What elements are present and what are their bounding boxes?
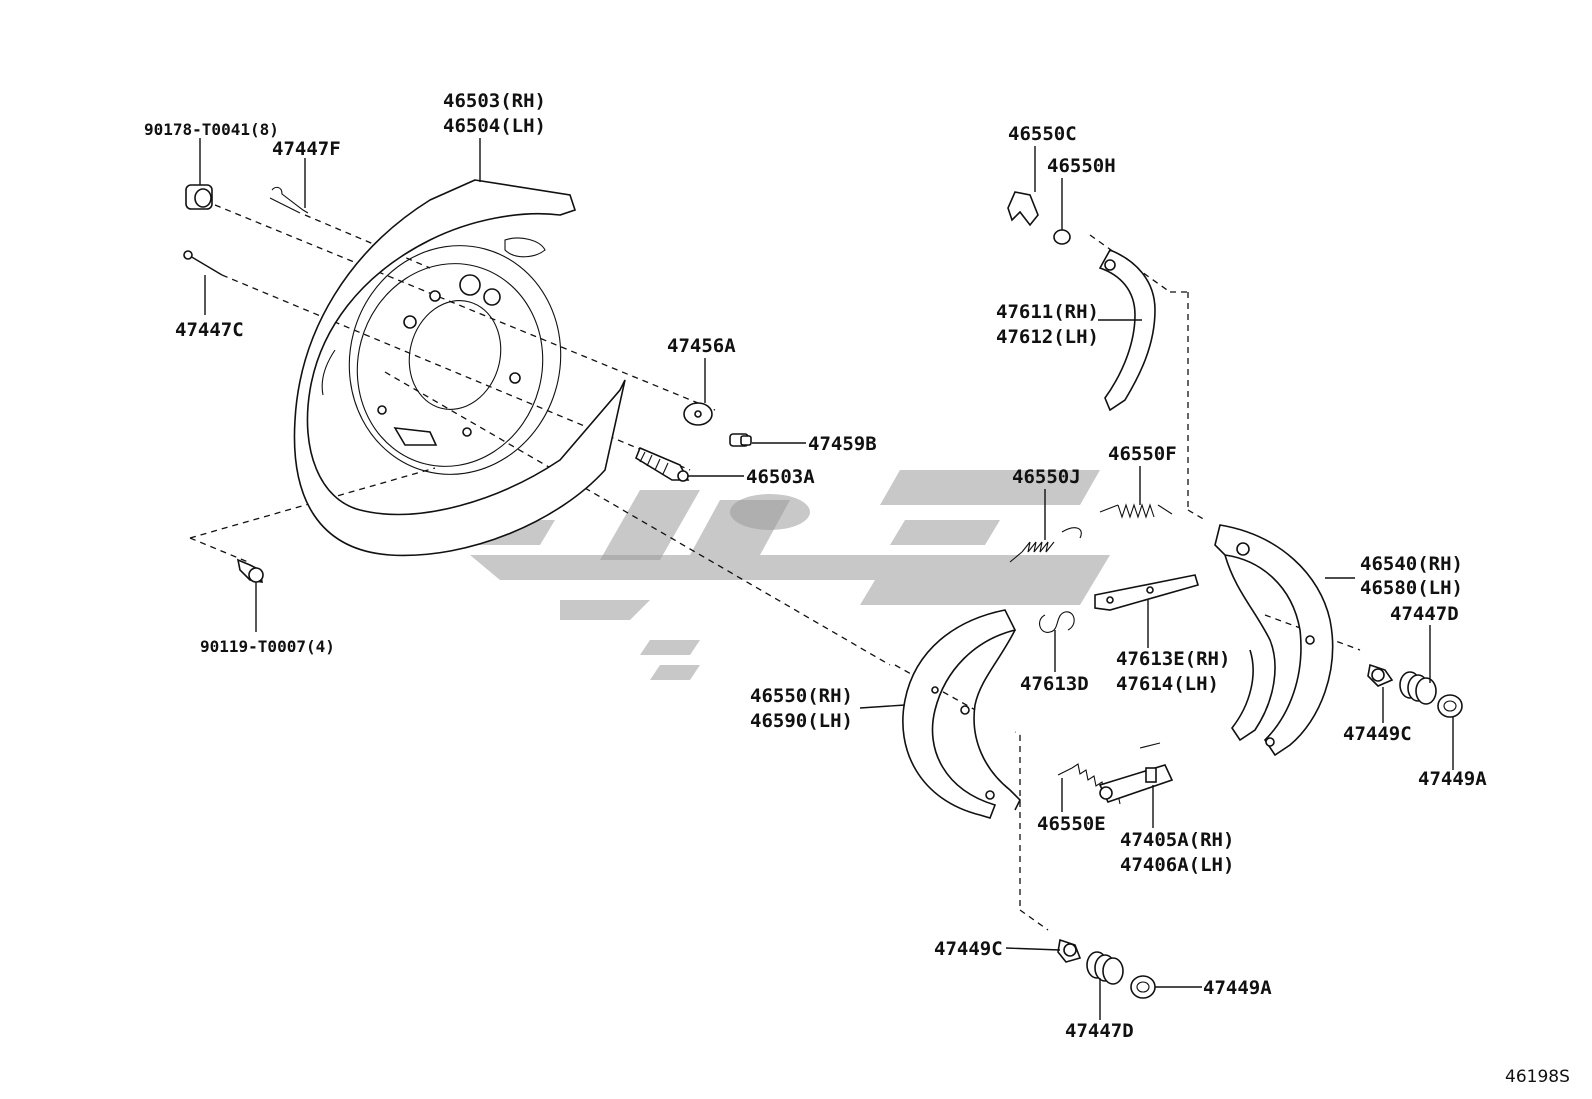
washer-47456A-part (683, 402, 713, 426)
pin-47447C-part (183, 250, 223, 276)
label-46540-rh: 46540(RH) (1360, 553, 1463, 575)
label-47613e-rh: 47613E(RH) (1116, 648, 1230, 670)
label-46590-lh: 46590(LH) (750, 710, 853, 732)
spring-47447D-bottom-part (1086, 951, 1124, 985)
lever-47405A-part (1098, 764, 1174, 803)
label-46550c: 46550C (1008, 123, 1077, 145)
pin-47447F-part (269, 186, 309, 214)
diagram-code: 46198S (1505, 1067, 1570, 1087)
adjuster-47613E-part (1094, 574, 1199, 611)
label-47459b: 47459B (808, 433, 877, 455)
label-46550-rh: 46550(RH) (750, 685, 853, 707)
spring-47447D-right-part (1399, 671, 1437, 705)
clip-46550C-part (1007, 191, 1039, 227)
retainer-group-bottom (1057, 938, 1156, 999)
retainer-group-right (1367, 663, 1463, 718)
spring-46550F-part (1099, 503, 1173, 519)
pin-47449C-right-part (1367, 663, 1394, 687)
bolt-90178-part (185, 184, 213, 210)
label-47611-rh: 47611(RH) (996, 301, 1099, 323)
plug-47459B-part (729, 433, 752, 447)
label-90178-t0041: 90178-T0041(8) (144, 120, 279, 139)
label-46550j: 46550J (1012, 466, 1081, 488)
pin-46503A-part (635, 446, 690, 482)
cup-47449A-right-part (1437, 694, 1463, 718)
label-47456a: 47456A (667, 335, 736, 357)
label-46550h: 46550H (1047, 155, 1116, 177)
label-47612-lh: 47612(LH) (996, 326, 1099, 348)
spring-46550J-part (1009, 527, 1082, 563)
label-46503a: 46503A (746, 466, 815, 488)
label-47447d-bottom: 47447D (1065, 1020, 1134, 1042)
lower-middle-parts (1057, 742, 1174, 805)
label-47614-lh: 47614(LH) (1116, 673, 1219, 695)
label-46580-lh: 46580(LH) (1360, 577, 1463, 599)
cup-47449A-bottom-part (1130, 975, 1156, 999)
backing-plate (293, 179, 626, 557)
brake-shoe-right (1214, 524, 1334, 757)
label-47447f: 47447F (272, 138, 341, 160)
label-47449c-bottom: 47449C (934, 938, 1003, 960)
strut-47611-part (1098, 248, 1156, 412)
bolt-90119-part (236, 558, 264, 583)
spring-47613D-part (1039, 611, 1075, 633)
pin-47449C-bottom-part (1057, 938, 1082, 963)
part-labels: 90178-T0041(8) 47447F 46503(RH) 46504(LH… (144, 90, 1487, 1042)
left-small-parts (183, 184, 752, 583)
washer-46550H-part (1053, 229, 1071, 245)
label-47449c-right: 47449C (1343, 723, 1412, 745)
upper-right-parts (1007, 191, 1199, 633)
watermark-logo (455, 470, 1110, 680)
label-46503-rh: 46503(RH) (443, 90, 546, 112)
label-47613d: 47613D (1020, 673, 1089, 695)
label-47406a-lh: 47406A(LH) (1120, 854, 1234, 876)
leader-lines (199, 138, 1454, 1020)
brake-shoe-left (902, 609, 1021, 819)
label-46504-lh: 46504(LH) (443, 115, 546, 137)
label-46550e: 46550E (1037, 813, 1106, 835)
label-46550f: 46550F (1108, 443, 1177, 465)
label-47405a-rh: 47405A(RH) (1120, 829, 1234, 851)
label-47447d-right: 47447D (1390, 603, 1459, 625)
label-90119-t0007: 90119-T0007(4) (200, 637, 335, 656)
label-47447c: 47447C (175, 319, 244, 341)
label-47449a-right: 47449A (1418, 768, 1487, 790)
label-47449a-bottom: 47449A (1203, 977, 1272, 999)
